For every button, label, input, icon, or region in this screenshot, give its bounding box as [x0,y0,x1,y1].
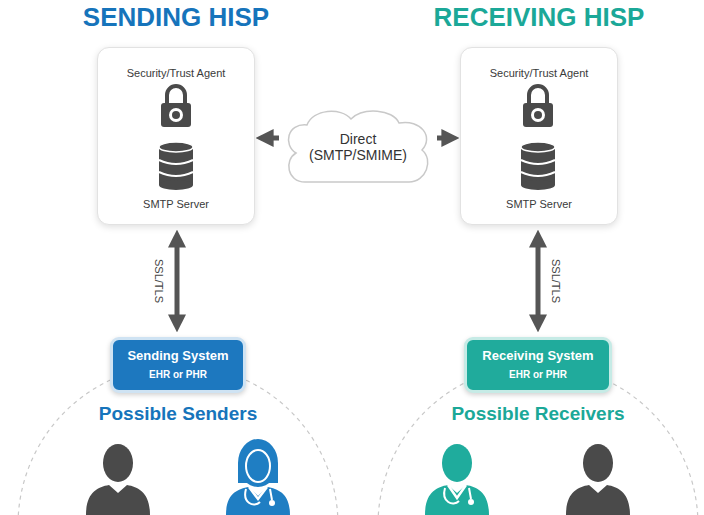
lock-icon [161,86,191,127]
connector-label: SSL/TLS [550,257,562,305]
person-icon [566,444,630,515]
component-label: Security/Trust Agent [98,67,254,80]
system-box: Receiving SystemEHR or PHR [464,337,612,393]
system-box: Sending SystemEHR or PHR [110,337,246,393]
system-title: Sending System [113,349,243,364]
person-icon [86,444,150,515]
database-icon [521,142,555,190]
hisp-box: RECEIVING HISPSecurity/Trust AgentSMTP S… [460,47,618,225]
connector-arrow [437,136,445,141]
network-cloud: Direct (SMTP/SMIME) [283,108,433,186]
lock-icon [523,86,553,127]
hisp-heading: RECEIVING HISP [381,3,697,33]
cloud-label: Direct (SMTP/SMIME) [302,131,414,163]
system-subtitle: EHR or PHR [467,369,609,381]
hisp-heading: SENDING HISP [18,3,334,33]
database-icon [159,142,193,190]
doctor-icon [425,444,489,515]
component-label: SMTP Server [461,198,617,211]
region-label: Possible Senders [18,403,338,425]
connector-arrow [536,244,541,318]
region-circle [378,365,698,515]
component-label: Security/Trust Agent [461,67,617,80]
cloud-outline [288,111,427,182]
system-title: Receiving System [467,349,609,364]
system-subtitle: EHR or PHR [113,369,243,381]
hisp-box: SENDING HISPSecurity/Trust AgentSMTP Ser… [97,47,255,225]
region-label: Possible Receivers [378,403,698,425]
connector-arrow [270,136,279,141]
connector-arrow [175,244,180,318]
connector-label: SSL/TLS [153,257,165,305]
region-circle [18,365,338,515]
doctor-icon [226,439,290,515]
component-label: SMTP Server [98,198,254,211]
